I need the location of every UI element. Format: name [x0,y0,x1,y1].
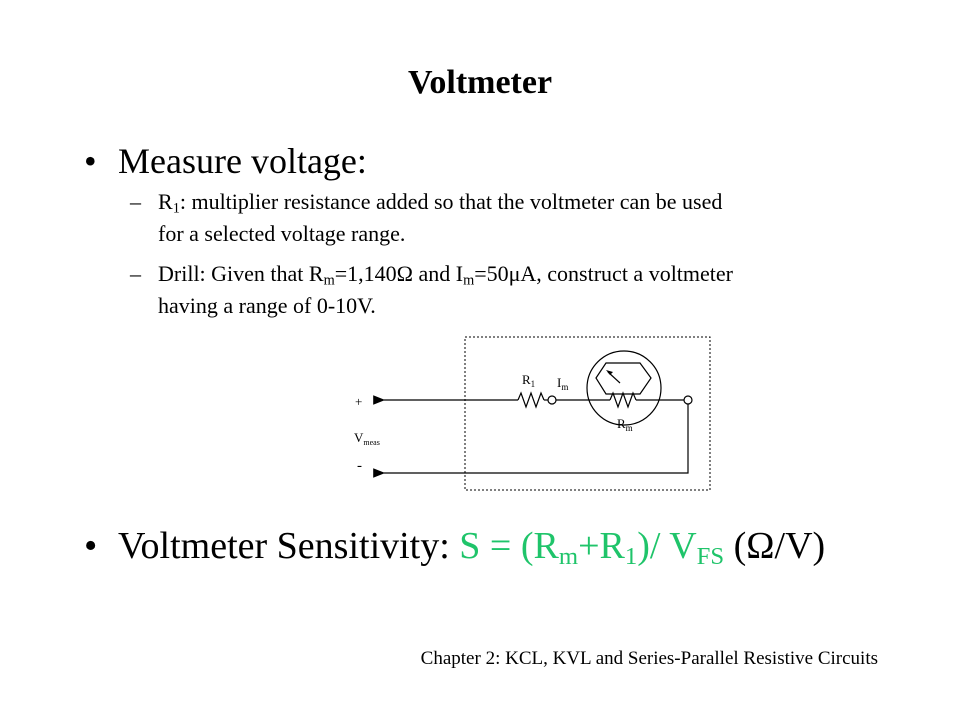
r1-description: : multiplier resistance added so that th… [179,189,723,214]
im-circuit-label: Im [557,375,568,392]
sub-bullet-r1-line2: for a selected voltage range. [158,221,406,246]
drill-text-b: =1,140Ω and I [334,261,464,286]
dash-marker: – [130,189,141,214]
rm-resistor-symbol [609,391,637,409]
rm-circuit-label: Rm [617,416,633,433]
sub-bullet-r1-line1: R1: multiplier resistance added so that … [158,186,722,218]
r1-circuit-label: R1 [522,372,535,389]
drill-text-c: =50μA, construct a voltmeter [474,261,734,286]
meter-dial-face [595,362,652,395]
terminal-node-right [683,395,693,405]
bullet-dot: • [84,141,97,181]
return-wire [373,404,689,478]
r1-subscript: 1 [172,200,180,217]
sub-bullet-drill-line2: having a range of 0-10V. [158,293,376,318]
rm-subscript: m [323,272,335,289]
sub-bullet-drill-line1: Drill: Given that Rm=1,140Ω and Im=50μA,… [158,258,733,290]
sensitivity-formula: S = (Rm+R1)/ VFS [459,525,725,571]
meter-movement-circle [586,350,662,426]
terminal-node-left [547,395,557,405]
bullet-dot: • [84,525,98,567]
voltmeter-enclosure [464,336,711,491]
sensitivity-units: (Ω/V) [724,525,826,567]
meter-needle-tip [606,370,613,375]
slide-title: Voltmeter [407,64,553,101]
r1-symbol: R [158,189,173,214]
plus-terminal-label: + [355,394,362,409]
vmeas-label: Vmeas [354,430,380,447]
minus-terminal-label: - [357,458,362,474]
bullet-text: Measure voltage: [118,141,367,181]
sensitivity-label: Voltmeter Sensitivity: [118,525,450,567]
sensitivity-line: Voltmeter Sensitivity: S = (Rm+R1)/ VFS … [118,524,826,571]
im-subscript: m [463,272,475,289]
dash-marker: – [130,261,141,286]
slide-footer: Chapter 2: KCL, KVL and Series-Parallel … [420,648,878,669]
r1-resistor-symbol [517,391,545,409]
drill-text-a: Drill: Given that R [158,261,324,286]
